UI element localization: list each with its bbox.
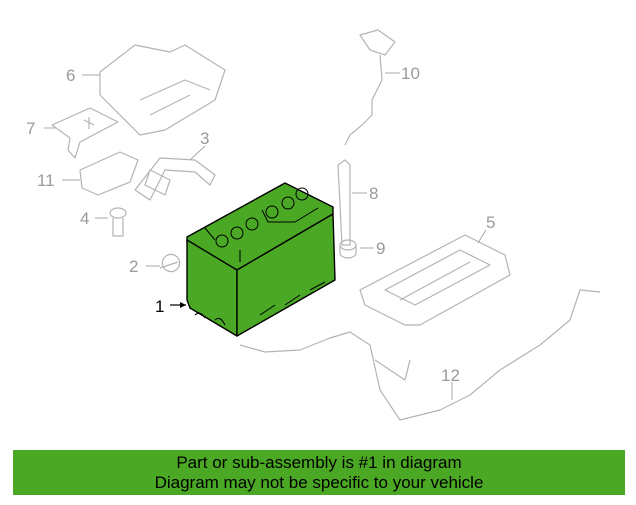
part-1-battery[interactable]	[186, 182, 336, 337]
part-9-nut[interactable]	[339, 239, 374, 259]
callout-1[interactable]: 1	[155, 297, 164, 316]
part-3-strap[interactable]	[134, 145, 216, 201]
callout-9[interactable]: 9	[376, 239, 385, 258]
callout-6[interactable]: 6	[66, 66, 75, 85]
callout-1-arrowhead	[180, 302, 186, 308]
part-7-bracket[interactable]	[44, 107, 119, 159]
part-4-bolt[interactable]	[95, 207, 127, 237]
part-11-module[interactable]	[62, 151, 139, 196]
part-5-tray[interactable]	[359, 229, 511, 326]
part-6-cover[interactable]	[82, 44, 226, 136]
banner-line-2: Diagram may not be specific to your vehi…	[154, 473, 484, 492]
callout-10[interactable]: 10	[401, 64, 420, 83]
part-12-cable[interactable]	[239, 289, 601, 421]
info-banner: Part or sub-assembly is #1 in diagram Di…	[13, 450, 625, 495]
callout-8[interactable]: 8	[369, 184, 378, 203]
callout-2[interactable]: 2	[129, 257, 138, 276]
callout-5[interactable]: 5	[486, 213, 495, 232]
callout-7[interactable]: 7	[26, 119, 35, 138]
battery-terminals	[215, 187, 309, 248]
part-2-bolt[interactable]	[146, 253, 181, 273]
banner-line-1: Part or sub-assembly is #1 in diagram	[176, 453, 462, 472]
callout-4[interactable]: 4	[80, 209, 89, 228]
callout-12[interactable]: 12	[441, 366, 460, 385]
part-10-cable[interactable]	[344, 29, 400, 146]
callout-11[interactable]: 11	[37, 171, 55, 190]
part-8-rod[interactable]	[337, 159, 367, 246]
callout-3[interactable]: 3	[200, 129, 209, 148]
